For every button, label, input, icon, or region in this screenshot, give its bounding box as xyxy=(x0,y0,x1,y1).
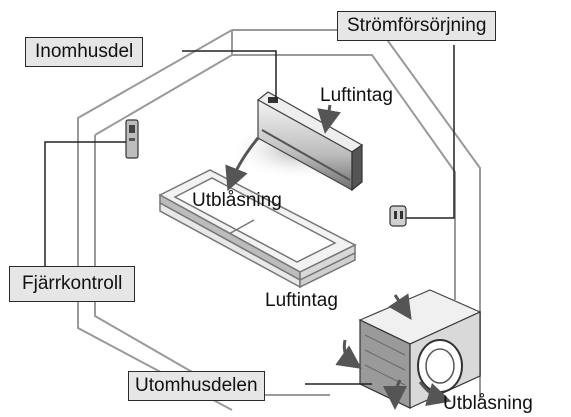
label-air-intake-indoor: Luftintag xyxy=(320,86,393,105)
indoor-unit-illustration xyxy=(230,92,370,190)
arrow-intake-outdoor-side xyxy=(344,340,352,362)
leader-remote xyxy=(45,142,126,266)
label-outdoor-unit: Utomhusdelen xyxy=(128,371,265,401)
remote-control-illustration xyxy=(126,120,138,158)
outdoor-unit-illustration xyxy=(360,290,480,408)
label-remote-control: Fjärrkontroll xyxy=(9,266,135,302)
label-indoor-unit: Inomhusdel xyxy=(25,37,143,67)
label-air-outlet-indoor: Utblåsning xyxy=(192,191,282,210)
floor-mat xyxy=(160,170,355,287)
label-power-supply: Strömförsörjning xyxy=(337,11,496,41)
leader-power xyxy=(406,45,454,218)
label-air-outlet-outdoor: Utblåsning xyxy=(443,394,533,413)
arrow-intake-indoor xyxy=(327,105,330,122)
label-air-intake-outdoor: Luftintag xyxy=(265,291,338,310)
power-outlet-illustration xyxy=(390,206,406,226)
